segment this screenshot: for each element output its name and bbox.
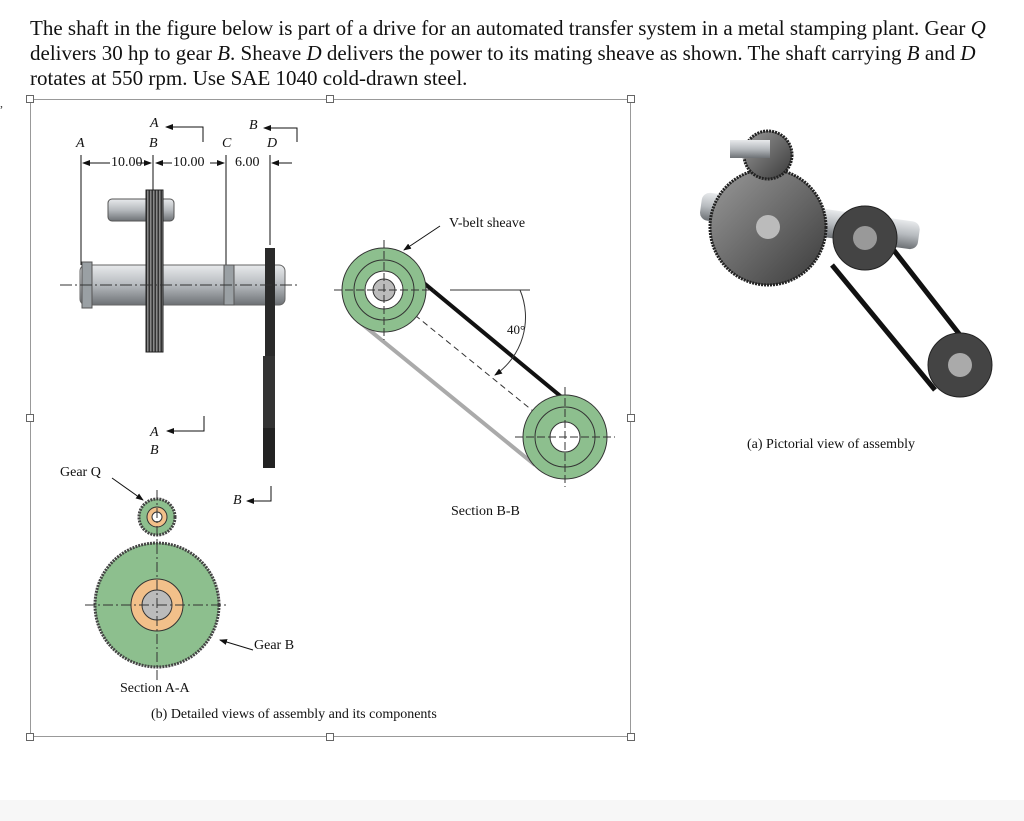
vbelt-label: V-belt sheave — [449, 216, 526, 231]
section-label-a-low: A — [150, 425, 159, 440]
gear-section — [85, 477, 254, 680]
dim-label-2: 10.00 — [173, 155, 205, 170]
section-label-b-low2: B — [233, 493, 242, 508]
point-label-d: D — [267, 136, 278, 151]
point-label-b: B — [149, 136, 158, 151]
shaft-assembly — [60, 189, 300, 468]
caption-b: (b) Detailed views of assembly and its c… — [151, 707, 437, 722]
vbelt-sheave-section — [334, 225, 615, 487]
resize-handle[interactable] — [627, 95, 635, 103]
bottom-strip — [0, 800, 1024, 821]
section-label-b-low: B — [150, 443, 159, 458]
point-label-c: C — [222, 136, 232, 151]
section-label-b: B — [249, 118, 258, 133]
section-cut-a-top — [165, 124, 204, 142]
resize-handle[interactable] — [627, 733, 635, 741]
pictorial-view — [700, 129, 993, 398]
problem-statement: The shaft in the figure below is part of… — [30, 16, 986, 90]
section-bb-label: Section B-B — [451, 504, 520, 519]
gear-b-label: Gear B — [254, 638, 295, 653]
dim-label-1: 10.00 — [111, 155, 143, 170]
resize-handle[interactable] — [326, 95, 334, 103]
dimension-lines — [80, 155, 292, 265]
dim-label-3: 6.00 — [235, 155, 260, 170]
angle-label: 40° — [507, 322, 526, 337]
section-label-a: A — [150, 116, 159, 131]
resize-handle[interactable] — [627, 414, 635, 422]
resize-handle[interactable] — [26, 733, 34, 741]
caption-a: (a) Pictorial view of assembly — [747, 437, 915, 452]
point-label-a: A — [76, 136, 85, 151]
section-cut-b-top — [263, 125, 298, 142]
gear-q-label: Gear Q — [60, 465, 101, 480]
resize-handle[interactable] — [326, 733, 334, 741]
resize-handle[interactable] — [26, 95, 34, 103]
section-cut-b-low — [246, 486, 272, 504]
section-cut-a-low — [166, 416, 205, 434]
resize-handle[interactable] — [26, 414, 34, 422]
section-aa-label: Section A-A — [120, 681, 190, 696]
text-cursor-mark: , — [0, 96, 3, 110]
